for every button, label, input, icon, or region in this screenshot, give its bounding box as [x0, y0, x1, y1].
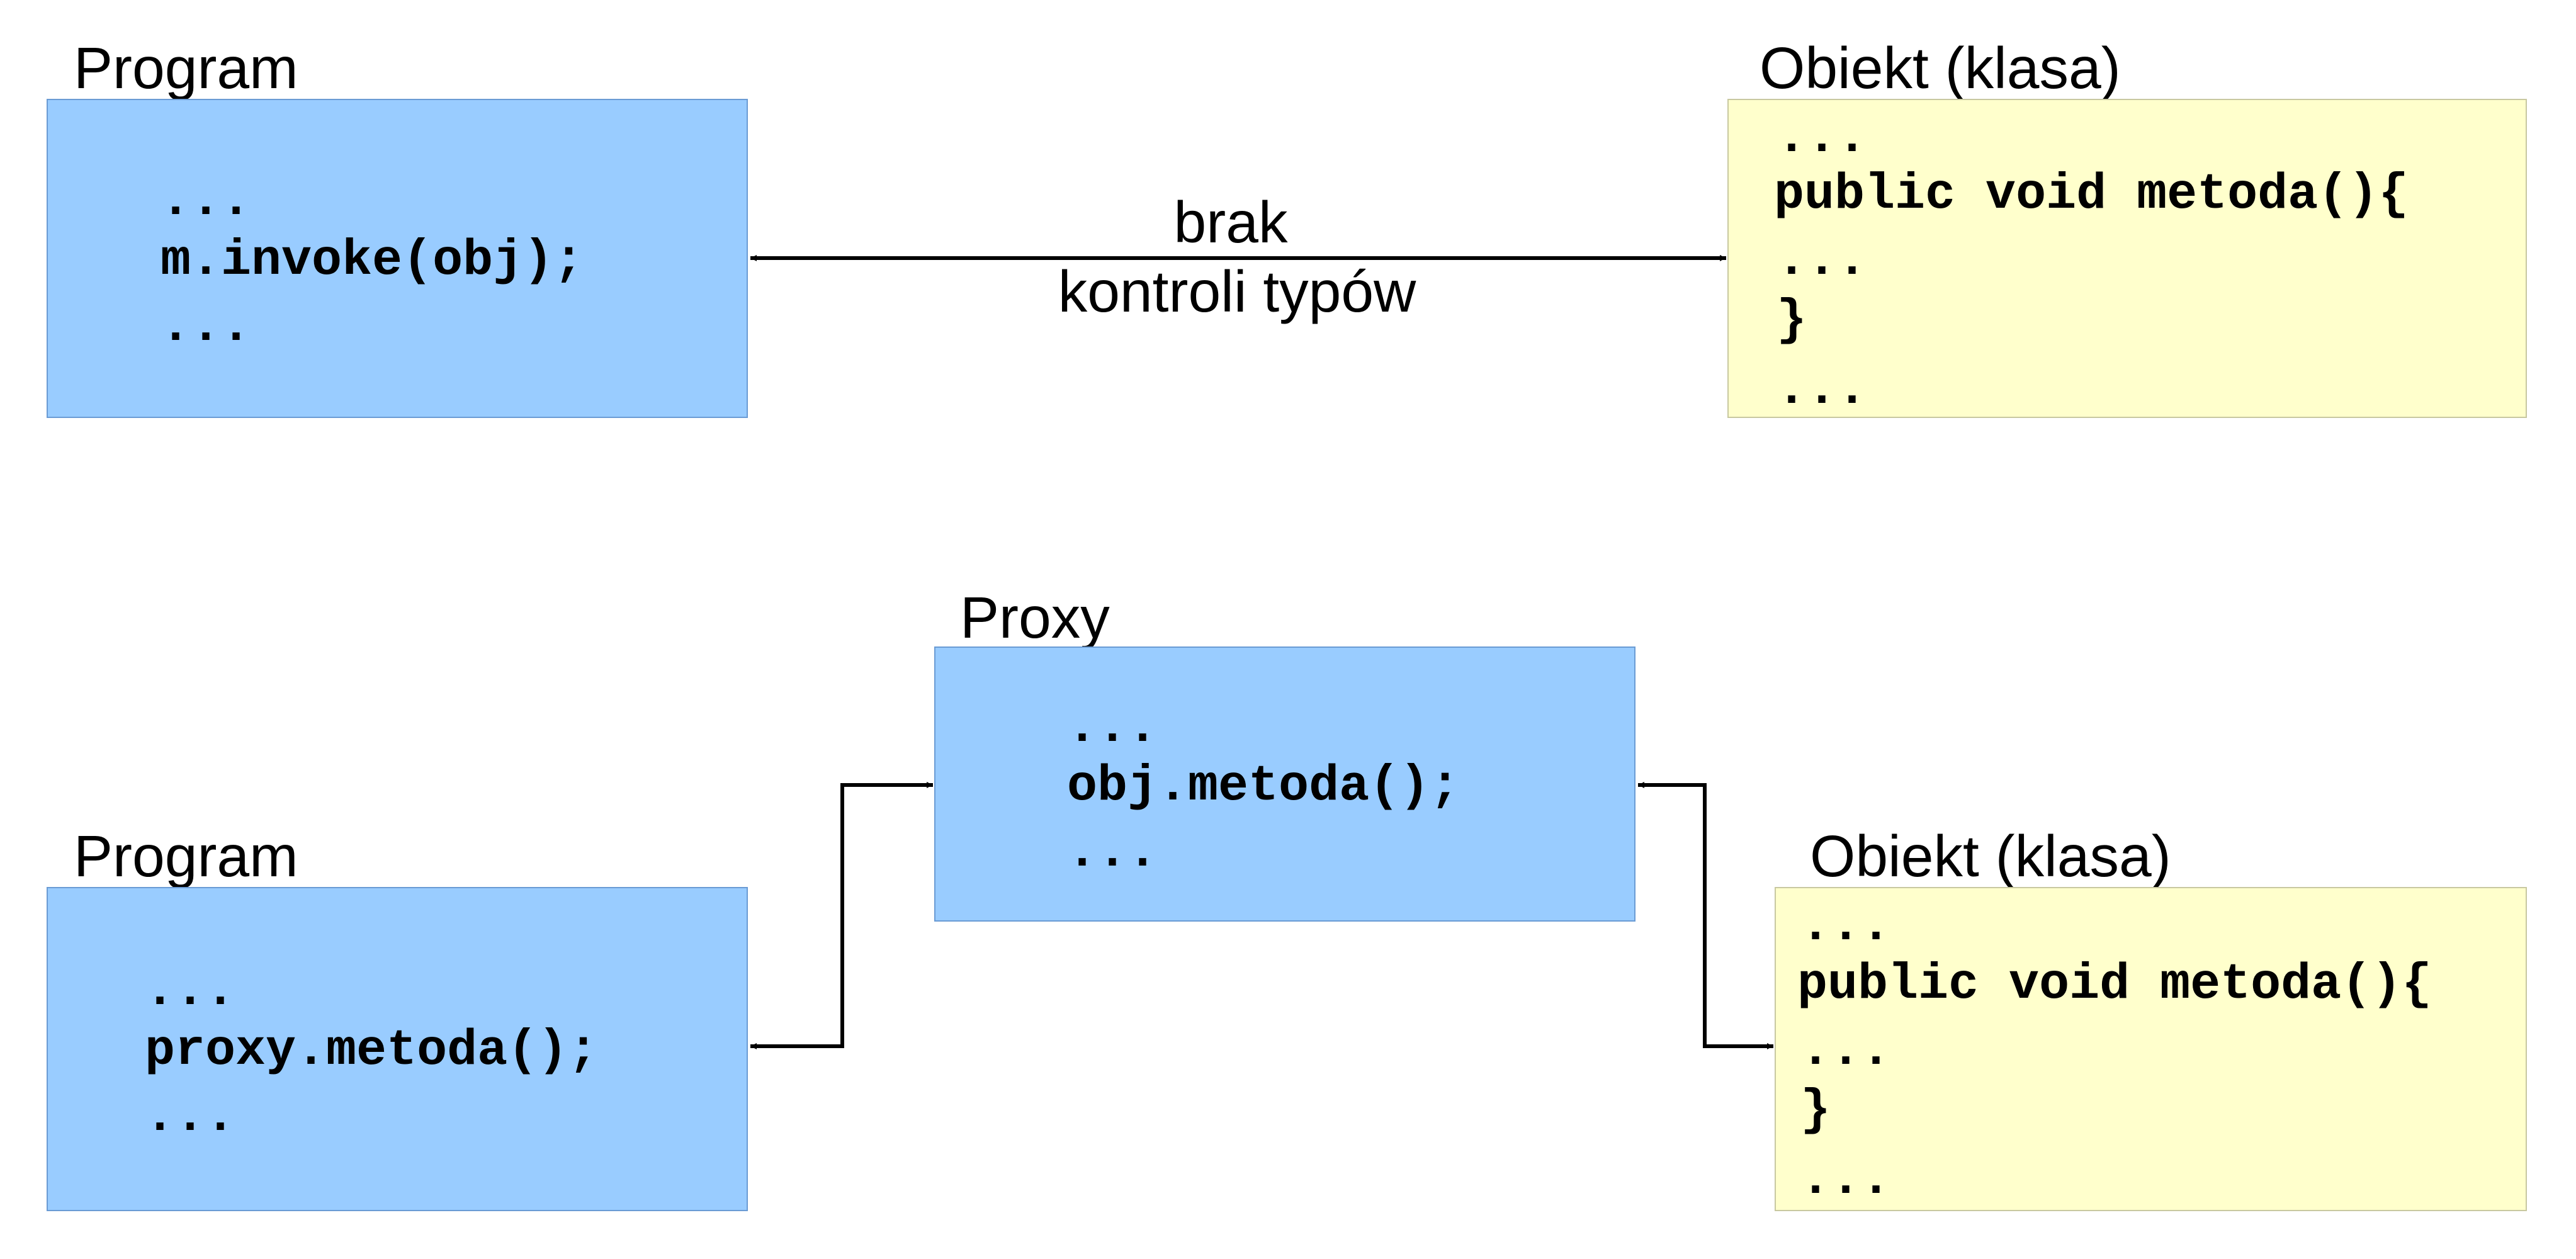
top-program-group: Program ... m.invoke(obj); ...: [47, 35, 748, 418]
bottom-program-box: [47, 887, 748, 1211]
bottom-object-code-line-4: }: [1800, 1082, 1831, 1139]
top-connector-label-line-1: brak: [1174, 189, 1288, 255]
bottom-program-label: Program: [74, 823, 298, 889]
bottom-program-code-line-1: ...: [145, 963, 235, 1020]
proxy-to-object-arrow: [1638, 782, 1773, 1049]
program-to-proxy-arrow: [750, 782, 933, 1049]
top-program-code-line-2: m.invoke(obj);: [161, 232, 584, 290]
bottom-object-label: Obiekt (klasa): [1810, 823, 2171, 889]
top-object-code-line-3: ...: [1777, 232, 1867, 290]
top-object-code-line-1: ...: [1777, 110, 1867, 167]
top-program-code-line-3: ...: [161, 298, 251, 356]
top-object-label: Obiekt (klasa): [1760, 35, 2121, 101]
bottom-object-box: [1775, 887, 2527, 1211]
bottom-object-code-line-3: ...: [1800, 1022, 1891, 1080]
bottom-proxy-code-line-2: obj.metoda();: [1067, 758, 1460, 815]
top-object-code-line-4: }: [1777, 292, 1807, 349]
bottom-proxy-code-line-1: ...: [1067, 699, 1158, 757]
top-program-code-line-1: ...: [161, 172, 251, 230]
top-object-box: [1727, 99, 2527, 418]
bottom-proxy-group: Proxy ... obj.metoda(); ...: [934, 585, 1635, 922]
bottom-program-code-line-3: ...: [145, 1088, 235, 1146]
bottom-proxy-box: [934, 646, 1635, 922]
bottom-proxy-code-line-3: ...: [1067, 824, 1158, 881]
top-object-code-line-2: public void metoda(){: [1774, 166, 2409, 223]
bottom-program-group: Program ... proxy.metoda(); ...: [47, 823, 748, 1211]
top-object-code-line-5: ...: [1777, 361, 1867, 419]
bottom-object-group: Obiekt (klasa) ... public void metoda(){…: [1775, 823, 2527, 1211]
bottom-object-code-line-5: ...: [1800, 1151, 1891, 1209]
bottom-object-code-line-2: public void metoda(){: [1797, 956, 2432, 1013]
top-object-group: Obiekt (klasa) ... public void metoda(){…: [1727, 35, 2527, 419]
top-connector-label-line-2: kontroli typów: [1058, 259, 1416, 324]
top-program-box: [47, 99, 748, 418]
top-program-label: Program: [74, 35, 298, 101]
bottom-program-code-line-2: proxy.metoda();: [145, 1022, 598, 1080]
bottom-proxy-label: Proxy: [960, 585, 1110, 650]
bottom-object-code-line-1: ...: [1800, 898, 1891, 955]
